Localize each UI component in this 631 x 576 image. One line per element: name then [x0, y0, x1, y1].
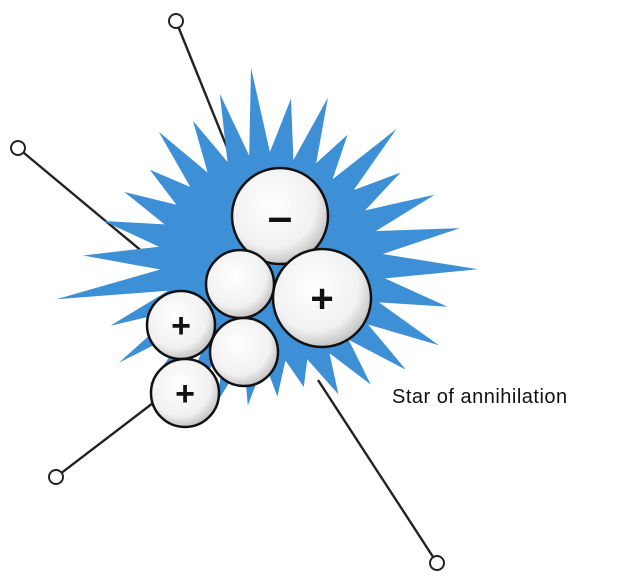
track-top-end-ring [169, 14, 183, 28]
particle-left-lower-positive: + [151, 359, 219, 427]
track-left [11, 141, 150, 258]
particle-sphere [206, 250, 274, 318]
star-caption: Star of annihilation [392, 386, 568, 408]
particle-upper-middle-neutral [206, 250, 274, 318]
track-left-line [23, 153, 150, 259]
particle-sphere [210, 318, 278, 386]
particle-left-upper-positive: + [147, 291, 215, 359]
track-bottom-right [318, 380, 444, 570]
positive-charge-sign: + [175, 375, 195, 413]
positive-charge-sign: + [310, 277, 333, 321]
particle-lower-middle-neutral [210, 318, 278, 386]
track-bottom-left-end-ring [49, 470, 63, 484]
particle-right-positive: + [273, 249, 371, 347]
positive-charge-sign: + [171, 307, 191, 345]
track-left-end-ring [11, 141, 25, 155]
negative-charge-sign: – [268, 192, 292, 241]
track-top-line [179, 28, 228, 151]
track-bottom-right-end-ring [430, 556, 444, 570]
